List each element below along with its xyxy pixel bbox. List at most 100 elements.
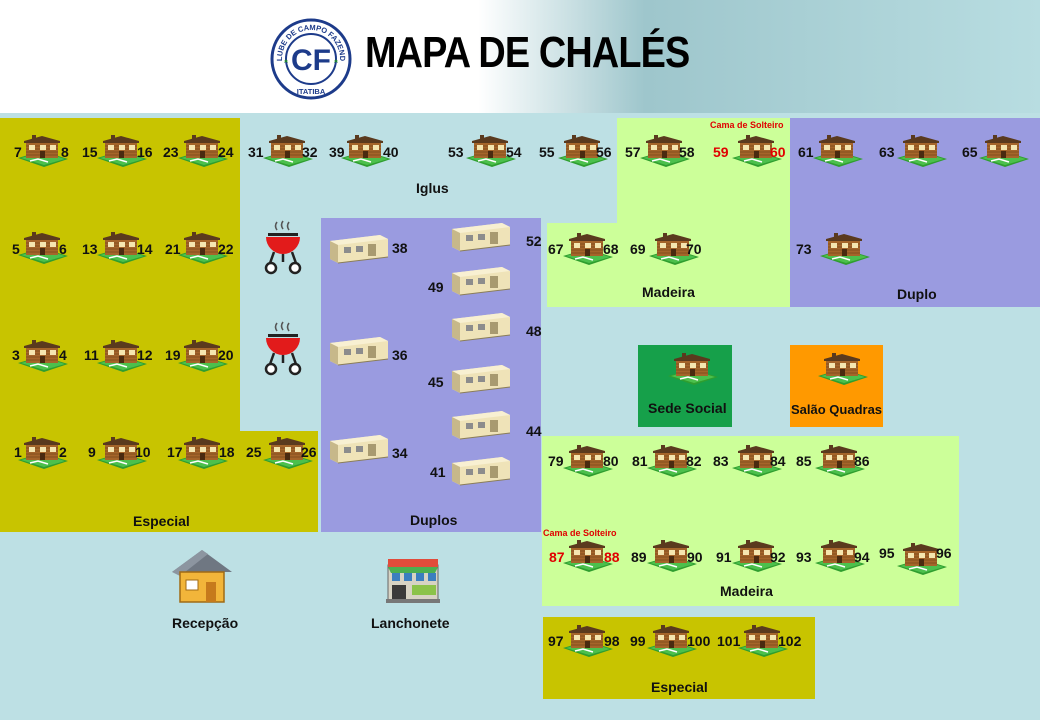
chalet-house-icon xyxy=(178,338,228,372)
unit-number-15: 15 xyxy=(82,144,98,160)
unit-number-65: 65 xyxy=(962,144,978,160)
unit-number-102: 102 xyxy=(778,633,802,649)
duplex-trailer-icon xyxy=(446,311,512,343)
chalet-house-icon xyxy=(18,230,68,264)
unit-number-24: 24 xyxy=(218,144,234,160)
unit-number-21: 21 xyxy=(165,241,181,257)
unit-number-61: 61 xyxy=(798,144,814,160)
chalet-house-icon xyxy=(647,443,697,477)
chalet-house-icon xyxy=(178,230,228,264)
unit-number-12: 12 xyxy=(137,347,153,363)
duplex-trailer-icon xyxy=(324,233,390,265)
unit-number-59: 59 xyxy=(713,144,729,160)
chalet-house-icon xyxy=(815,443,865,477)
unit-number-25: 25 xyxy=(246,444,262,460)
unit-number-9: 9 xyxy=(88,444,96,460)
unit-number-4: 4 xyxy=(59,347,67,363)
chalet-house-icon xyxy=(897,541,947,575)
note-single-bed-59-60: Cama de Solteiro xyxy=(710,120,784,130)
chalet-house-icon xyxy=(563,443,613,477)
unit-number-36: 36 xyxy=(392,347,408,363)
chalet-house-icon xyxy=(813,133,863,167)
unit-number-40: 40 xyxy=(383,144,399,160)
unit-number-8: 8 xyxy=(61,144,69,160)
facility-label-salao-quadras: Salão Quadras xyxy=(791,402,883,417)
chalet-house-icon xyxy=(647,538,697,572)
unit-number-97: 97 xyxy=(548,633,564,649)
unit-number-90: 90 xyxy=(687,549,703,565)
unit-number-92: 92 xyxy=(770,549,786,565)
chalet-house-icon xyxy=(18,435,68,469)
header-banner xyxy=(0,0,1040,113)
chalet-house-icon xyxy=(558,133,608,167)
zone-label-iglus: Iglus xyxy=(416,180,449,196)
chalet-house-icon xyxy=(97,435,147,469)
unit-number-18: 18 xyxy=(219,444,235,460)
chalet-house-icon xyxy=(18,338,68,372)
chalet-house-icon xyxy=(647,623,697,657)
snack-bar-icon xyxy=(384,557,442,603)
unit-number-83: 83 xyxy=(713,453,729,469)
chalet-house-icon xyxy=(649,231,699,265)
unit-number-88: 88 xyxy=(604,549,620,565)
unit-number-69: 69 xyxy=(630,241,646,257)
unit-number-99: 99 xyxy=(630,633,646,649)
chalet-house-icon xyxy=(97,338,147,372)
chalet-house-icon xyxy=(815,538,865,572)
reception-house-icon xyxy=(170,548,234,606)
unit-number-86: 86 xyxy=(854,453,870,469)
unit-number-41: 41 xyxy=(430,464,446,480)
zone-madeira-top-upper xyxy=(617,118,790,223)
zone-label-especial-bottom: Especial xyxy=(651,679,708,695)
page-title: MAPA DE CHALÉS xyxy=(365,28,690,77)
chalet-house-icon xyxy=(738,623,788,657)
chalet-house-icon xyxy=(97,230,147,264)
chalet-house-icon xyxy=(820,231,870,265)
unit-number-22: 22 xyxy=(218,241,234,257)
unit-number-63: 63 xyxy=(879,144,895,160)
unit-number-17: 17 xyxy=(167,444,183,460)
unit-number-2: 2 xyxy=(59,444,67,460)
chalet-house-icon xyxy=(732,538,782,572)
chalet-house-icon xyxy=(668,351,718,385)
duplex-trailer-icon xyxy=(446,221,512,253)
unit-number-23: 23 xyxy=(163,144,179,160)
unit-number-57: 57 xyxy=(625,144,641,160)
chalet-house-icon xyxy=(466,133,516,167)
unit-number-98: 98 xyxy=(604,633,620,649)
unit-number-56: 56 xyxy=(596,144,612,160)
zone-especial-left xyxy=(0,118,240,532)
unit-number-31: 31 xyxy=(248,144,264,160)
chalet-house-icon xyxy=(563,538,613,572)
unit-number-93: 93 xyxy=(796,549,812,565)
unit-number-49: 49 xyxy=(428,279,444,295)
chalet-house-icon xyxy=(263,435,313,469)
unit-number-73: 73 xyxy=(796,241,812,257)
chalet-house-icon xyxy=(18,133,68,167)
chalet-house-icon xyxy=(732,133,782,167)
unit-number-11: 11 xyxy=(84,347,99,363)
unit-number-67: 67 xyxy=(548,241,564,257)
unit-number-3: 3 xyxy=(12,347,20,363)
facility-label-lanchonete: Lanchonete xyxy=(371,615,450,631)
note-single-bed-87-88: Cama de Solteiro xyxy=(543,528,617,538)
chalet-house-icon xyxy=(897,133,947,167)
unit-number-39: 39 xyxy=(329,144,345,160)
duplex-trailer-icon xyxy=(446,265,512,297)
unit-number-54: 54 xyxy=(506,144,522,160)
unit-number-5: 5 xyxy=(12,241,20,257)
unit-number-91: 91 xyxy=(716,549,732,565)
unit-number-85: 85 xyxy=(796,453,812,469)
unit-number-82: 82 xyxy=(686,453,702,469)
unit-number-80: 80 xyxy=(603,453,619,469)
unit-number-101: 101 xyxy=(717,633,741,649)
zone-label-especial-left: Especial xyxy=(133,513,190,529)
zone-label-duplo: Duplo xyxy=(897,286,937,302)
unit-number-19: 19 xyxy=(165,347,181,363)
unit-number-100: 100 xyxy=(687,633,711,649)
unit-number-95: 95 xyxy=(879,545,895,561)
barbecue-grill-icon xyxy=(262,220,304,276)
unit-number-55: 55 xyxy=(539,144,555,160)
logo-star-left-icon xyxy=(284,59,288,63)
unit-number-26: 26 xyxy=(301,444,317,460)
